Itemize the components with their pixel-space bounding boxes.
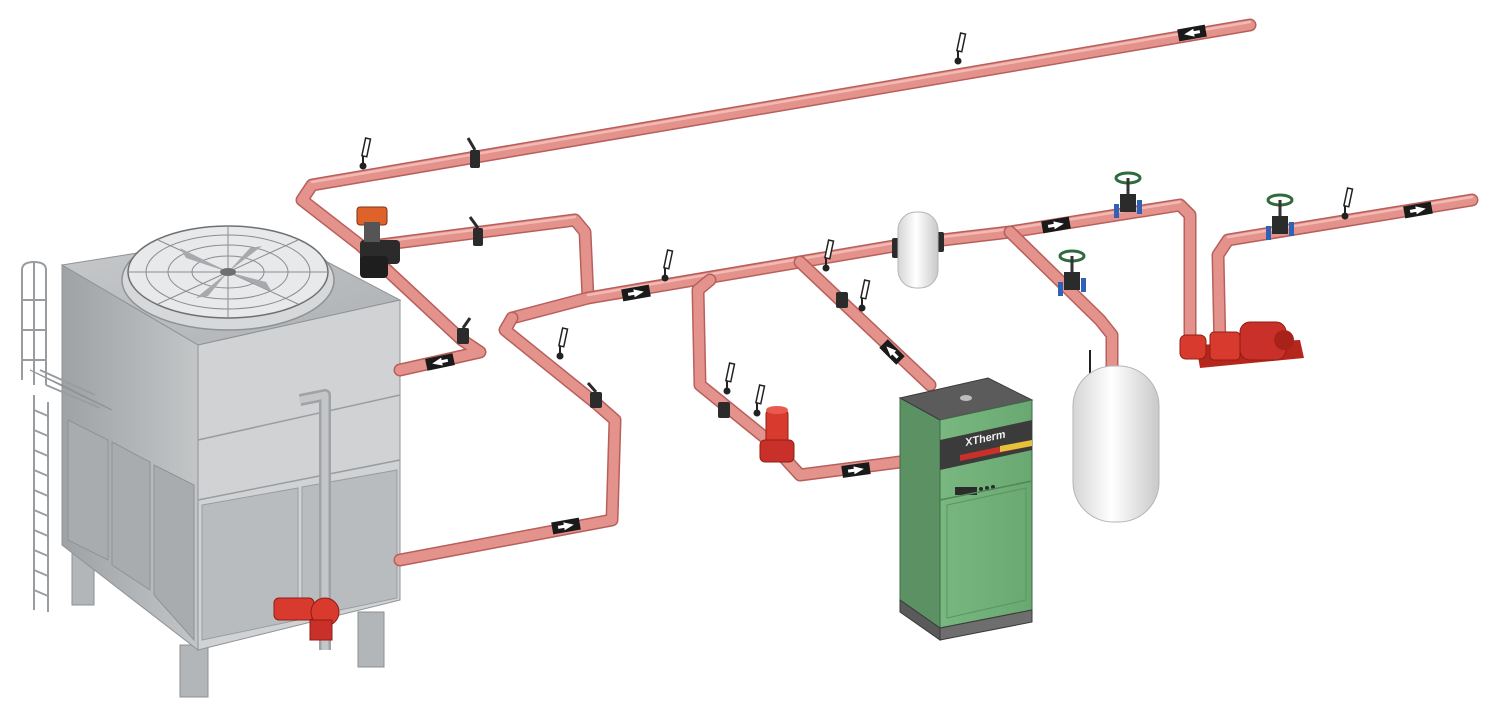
motorized-valve-icon	[356, 206, 400, 278]
tower-pump	[273, 597, 340, 641]
thermometer-icon	[359, 137, 372, 170]
flow-arrow-icon	[1403, 201, 1433, 219]
butterfly-valve	[836, 292, 848, 308]
flow-arrow-icon	[1177, 24, 1207, 42]
butterfly-valve	[466, 137, 480, 168]
flow-arrow-icon	[879, 339, 905, 365]
tower-seam	[197, 459, 401, 501]
top-main-pipe	[295, 18, 1257, 377]
butterfly-valve	[718, 402, 730, 418]
butterfly-valve	[457, 317, 472, 344]
boiler-return-pipe	[793, 255, 937, 392]
tower-platform	[29, 369, 113, 411]
tower-leg	[179, 644, 209, 698]
gate-valve-handwheel-icon	[1266, 193, 1294, 240]
flow-arrow-icon	[621, 284, 651, 302]
boiler-unit: XTherm	[898, 377, 1034, 641]
inline-circulator-pump	[759, 406, 795, 463]
cooling-tower	[29, 225, 402, 698]
flow-arrow-icon	[425, 353, 455, 371]
thermometer-icon	[723, 362, 736, 395]
thermometer-icon	[822, 239, 835, 272]
louver-panel	[111, 441, 151, 591]
gate-valve-handwheel-icon	[1058, 249, 1086, 296]
butterfly-valve	[468, 216, 483, 246]
return-to-tower-pipe	[393, 311, 622, 567]
expansion-tank	[1072, 350, 1160, 523]
flow-arrow-icon	[1041, 216, 1071, 234]
thermometer-icon	[661, 249, 674, 282]
base-mounted-pump	[1179, 321, 1304, 368]
thermometer-icon	[858, 279, 871, 312]
gate-valves	[1058, 171, 1294, 296]
thermometer-icon	[954, 32, 967, 65]
boiler-left-side	[899, 397, 941, 629]
boiler-door	[946, 487, 1027, 619]
thermometer-icon	[556, 327, 569, 360]
louver-panel	[67, 419, 109, 561]
tower-seam	[197, 394, 401, 441]
access-ladder	[21, 260, 101, 612]
butterfly-valve	[586, 382, 602, 408]
flow-arrows	[425, 24, 1433, 535]
thermometer-icon	[1341, 187, 1354, 220]
primary-loop-pipe	[505, 198, 1197, 352]
louver-panel	[301, 469, 398, 619]
boiler-control-panel	[955, 485, 995, 495]
boiler-supply-pipe	[691, 273, 907, 482]
flow-arrow-icon	[551, 517, 581, 535]
thermometers	[359, 32, 1354, 417]
piping-network	[295, 18, 1479, 650]
tank-branch-pipe	[1003, 225, 1119, 377]
flow-arrow-icon	[841, 462, 871, 478]
air-separator-tank	[897, 211, 939, 289]
gate-valve-handwheel-icon	[1114, 171, 1142, 218]
thermometer-icon	[753, 384, 766, 417]
tower-leg	[357, 611, 385, 668]
fan-icon	[127, 225, 329, 319]
tower-riser-pipe	[298, 389, 331, 650]
louver-panel	[153, 464, 195, 642]
